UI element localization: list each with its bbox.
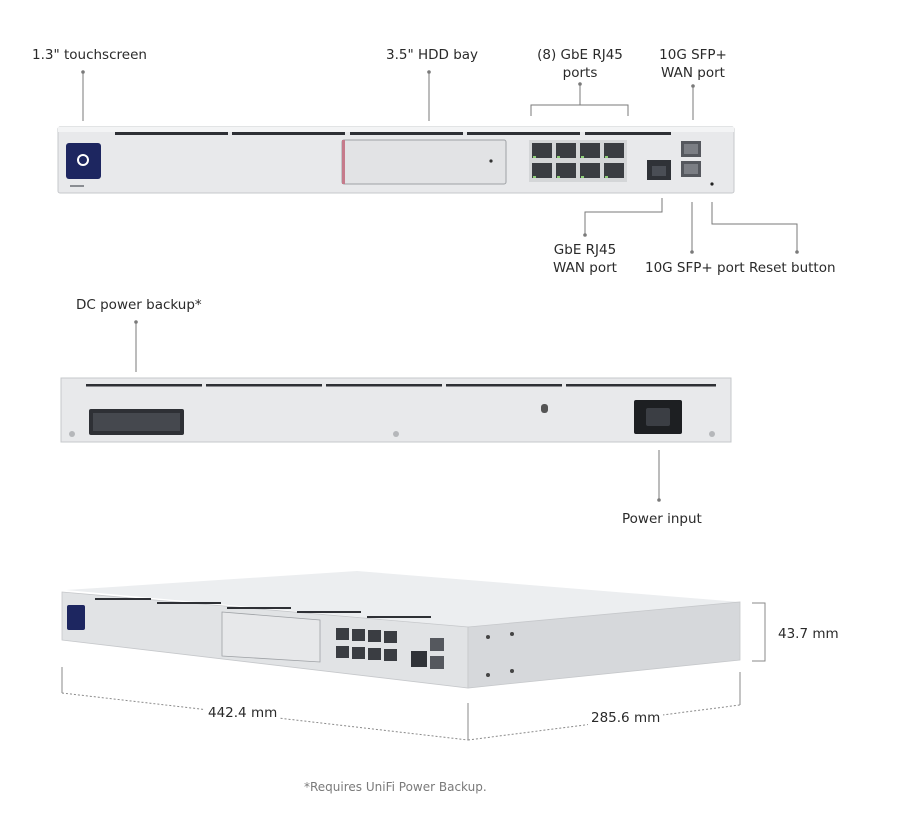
footnote: *Requires UniFi Power Backup. (304, 780, 487, 794)
callout-rj45-wan-line1: GbE RJ45 (553, 242, 617, 258)
rear-logo-icon (541, 404, 548, 413)
leader-lines (82, 72, 798, 500)
rear-vents (86, 384, 716, 387)
callout-sfp-port: 10G SFP+ port (645, 260, 745, 276)
perspective-device (61, 571, 741, 689)
callout-power-input: Power input (622, 511, 702, 527)
dc-power-connector[interactable] (89, 409, 184, 435)
callout-rj45-wan-line2: WAN port (553, 260, 617, 276)
callout-reset-button: Reset button (749, 260, 836, 276)
callout-rj45-ports-line2: ports (562, 65, 598, 81)
callout-dc-power: DC power backup* (76, 297, 202, 313)
perspective-touchscreen (67, 605, 85, 630)
rear-screws (69, 431, 715, 437)
callout-rj45-ports: (8) GbE RJ45 ports (530, 46, 630, 82)
power-input-socket[interactable] (634, 400, 682, 434)
dimension-width: 442.4 mm (205, 705, 281, 721)
leader-dots (81, 70, 799, 502)
dimension-depth: 285.6 mm (588, 710, 664, 726)
front-vents (115, 132, 671, 135)
touchscreen[interactable] (66, 143, 101, 187)
callout-rj45-ports-line1: (8) GbE RJ45 (537, 47, 623, 63)
callout-rj45-wan: GbE RJ45 WAN port (545, 241, 625, 277)
rj45-wan-port[interactable] (647, 160, 671, 180)
dimension-height: 43.7 mm (775, 626, 842, 642)
callout-touchscreen: 1.3" touchscreen (32, 47, 147, 63)
callout-sfp-wan: 10G SFP+ WAN port (648, 46, 738, 82)
callout-sfp-wan-line1: 10G SFP+ (659, 47, 727, 63)
callout-sfp-wan-line2: WAN port (661, 65, 725, 81)
rj45-ports[interactable] (529, 140, 627, 182)
reset-button[interactable] (710, 182, 714, 186)
hdd-bay[interactable] (341, 139, 507, 185)
callout-hdd-bay: 3.5" HDD bay (386, 47, 479, 63)
sfp-ports[interactable] (681, 141, 701, 177)
